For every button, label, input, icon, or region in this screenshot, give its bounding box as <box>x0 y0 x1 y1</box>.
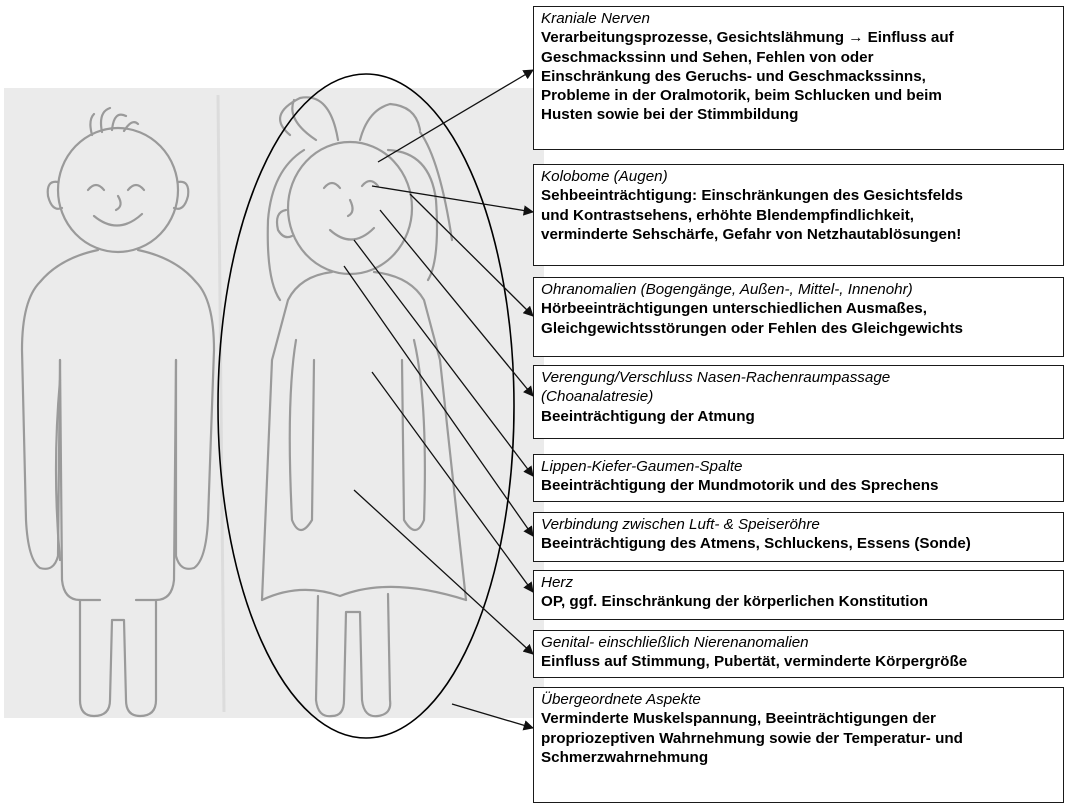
box-heading: Herz <box>541 573 1063 592</box>
box-heading: Verengung/Verschluss Nasen-Rachenraumpas… <box>541 368 1063 407</box>
box-heading: Lippen-Kiefer-Gaumen-Spalte <box>541 457 1063 476</box>
box-lkg-spalte: Lippen-Kiefer-Gaumen-Spalte Beeinträchti… <box>533 454 1064 502</box>
box-body: Beeinträchtigung des Atmens, Schluckens,… <box>541 534 1063 553</box>
box-heading: Kolobome (Augen) <box>541 167 1063 186</box>
box-heading: Ohranomalien (Bogengänge, Außen-, Mittel… <box>541 280 1063 299</box>
box-herz: Herz OP, ggf. Einschränkung der körperli… <box>533 570 1064 620</box>
box-genital-nieren: Genital- einschließlich Nierenanomalien … <box>533 630 1064 678</box>
box-heading: Übergeordnete Aspekte <box>541 690 1063 709</box>
box-ohranomalien: Ohranomalien (Bogengänge, Außen-, Mittel… <box>533 277 1064 357</box>
box-body: OP, ggf. Einschränkung der körperlichen … <box>541 592 1063 611</box>
box-body: Verminderte Muskelspannung, Beeinträchti… <box>541 709 1063 767</box>
box-kraniale-nerven: Kraniale Nerven Verarbeitungsprozesse, G… <box>533 6 1064 150</box>
box-choanalatresie: Verengung/Verschluss Nasen-Rachenraumpas… <box>533 365 1064 439</box>
box-body: Hörbeeinträchtigungen unterschiedlichen … <box>541 299 1063 338</box>
box-body: Beeinträchtigung der Mundmotorik und des… <box>541 476 1063 495</box>
box-body: Sehbeeinträchtigung: Einschränkungen des… <box>541 186 1063 244</box>
box-body: Verarbeitungsprozesse, Gesichtslähmung →… <box>541 28 1063 124</box>
box-body: Beeinträchtigung der Atmung <box>541 407 1063 426</box>
box-luft-speiseroehre: Verbindung zwischen Luft- & Speiseröhre … <box>533 512 1064 562</box>
box-body: Einfluss auf Stimmung, Pubertät, vermind… <box>541 652 1063 671</box>
paper-scan <box>4 88 544 718</box>
box-heading: Verbindung zwischen Luft- & Speiseröhre <box>541 515 1063 534</box>
box-kolobome: Kolobome (Augen) Sehbeeinträchtigung: Ei… <box>533 164 1064 266</box>
box-heading: Kraniale Nerven <box>541 9 1063 28</box>
box-heading: Genital- einschließlich Nierenanomalien <box>541 633 1063 652</box>
box-uebergeordnet: Übergeordnete Aspekte Verminderte Muskel… <box>533 687 1064 803</box>
